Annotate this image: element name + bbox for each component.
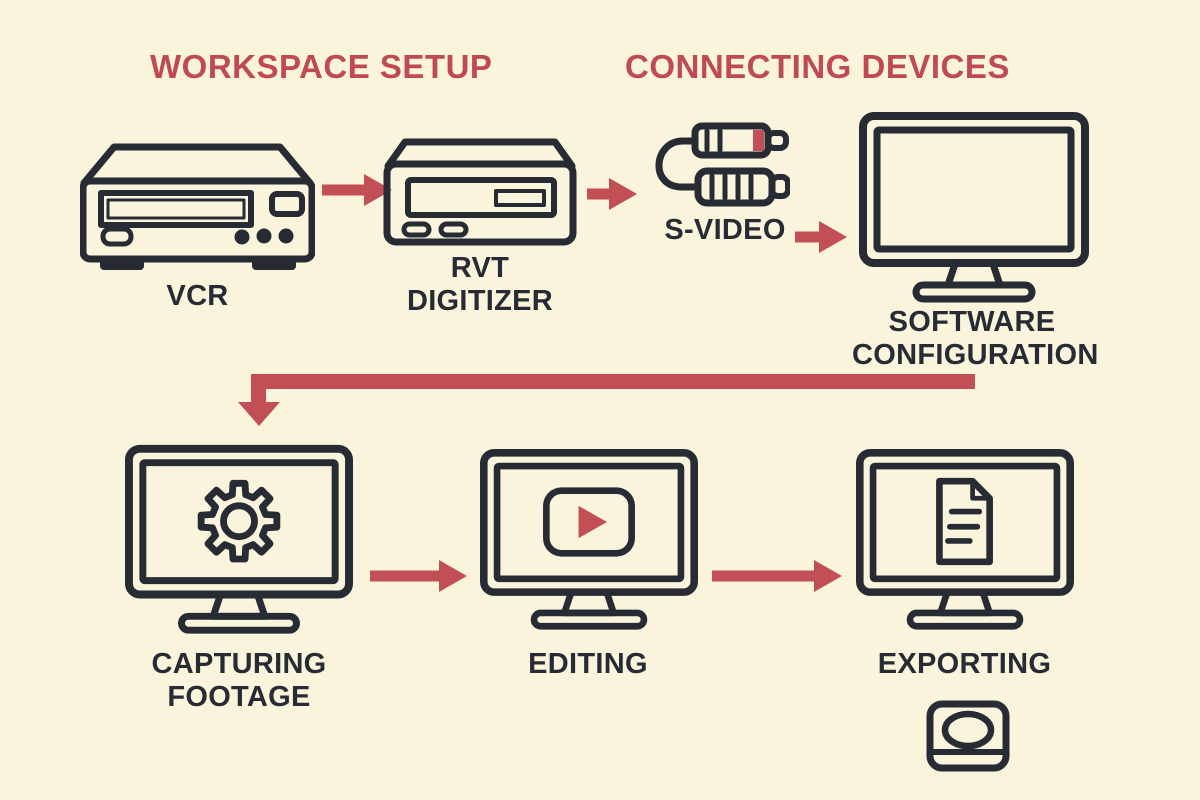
exporting-label: EXPORTING — [877, 648, 1052, 680]
document-icon — [936, 477, 993, 566]
svideo-label: S-VIDEO — [664, 214, 786, 246]
connector-vertical-bar — [251, 374, 266, 404]
workspace-setup-heading: WORKSPACE SETUP — [150, 48, 493, 85]
monitor-play-icon — [480, 449, 698, 630]
capturing-footage-label: CAPTURING FOOTAGE — [151, 648, 327, 714]
svideo-cable-icon — [655, 122, 790, 207]
media-disc-icon — [926, 700, 1010, 772]
arrow-right-icon — [795, 221, 847, 253]
vcr-icon — [80, 143, 315, 270]
monitor-icon — [859, 112, 1089, 303]
digitizer-label: RVT DIGITIZER — [406, 252, 554, 318]
gear-icon — [197, 479, 281, 563]
monitor-document-icon — [856, 449, 1074, 630]
arrow-right-icon — [587, 178, 637, 210]
play-icon — [543, 487, 635, 557]
arrow-right-icon — [322, 174, 392, 206]
digitizer-box-icon — [383, 138, 577, 246]
connecting-devices-heading: CONNECTING DEVICES — [625, 48, 1010, 85]
arrow-right-icon — [370, 560, 467, 592]
editing-label: EDITING — [528, 648, 648, 680]
monitor-gear-icon — [125, 444, 353, 634]
arrow-down-icon — [238, 402, 280, 426]
vcr-label: VCR — [166, 280, 229, 312]
arrow-right-icon — [712, 560, 842, 592]
software-configuration-label: SOFTWARE CONFIGURATION — [852, 306, 1099, 372]
connector-horizontal-bar — [251, 374, 975, 389]
